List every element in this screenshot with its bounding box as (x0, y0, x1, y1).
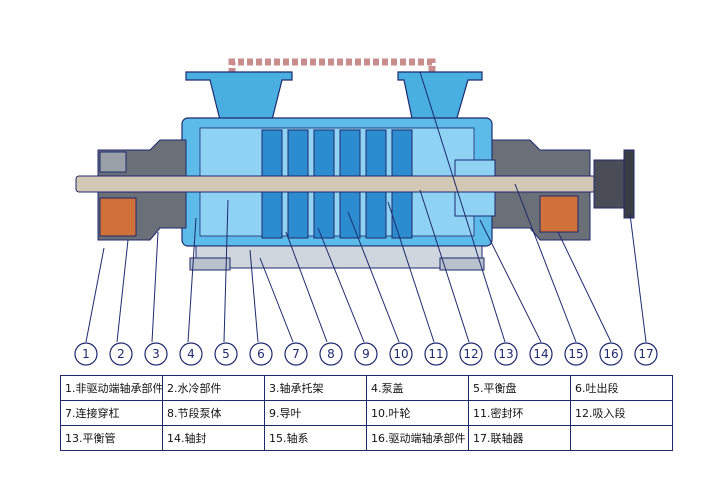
legend-cell: 1.非驱动端轴承部件 (60, 375, 163, 401)
callout-number-6: 6 (257, 347, 265, 361)
legend-cell: 9.导叶 (264, 400, 367, 426)
callout-circle-10 (389, 342, 413, 366)
callout-number-15: 15 (568, 347, 583, 361)
callout-circle-14 (529, 342, 553, 366)
right-foot (439, 257, 485, 271)
callout-circle-13 (494, 342, 518, 366)
callout-number-1: 1 (82, 347, 90, 361)
callout-circle-8 (319, 342, 343, 366)
callout-number-3: 3 (152, 347, 160, 361)
callout-circle-6 (249, 342, 273, 366)
coupling (593, 159, 625, 209)
legend-cell: 15.轴系 (264, 425, 367, 451)
legend-cell: 6.吐出段 (570, 375, 673, 401)
callout-number-10: 10 (393, 347, 408, 361)
callout-circle-7 (284, 342, 308, 366)
legend-cell: 17.联轴器 (468, 425, 571, 451)
impeller-stages (261, 129, 413, 239)
legend-cell: 13.平衡管 (60, 425, 163, 451)
pump-base (195, 245, 483, 269)
legend-cell: 8.节段泵体 (162, 400, 265, 426)
legend-cell: 7.连接穿杠 (60, 400, 163, 426)
callout-circle-3 (144, 342, 168, 366)
right-bearing (539, 195, 579, 233)
callout-circle-1 (74, 342, 98, 366)
callout-number-11: 11 (428, 347, 443, 361)
water-cooling (99, 151, 127, 173)
callout-circle-9 (354, 342, 378, 366)
callout-circle-2 (109, 342, 133, 366)
legend-cell: 5.平衡盘 (468, 375, 571, 401)
left-bearing (99, 197, 137, 237)
left-foot (189, 257, 231, 271)
legend-cell: 14.轴封 (162, 425, 265, 451)
callout-number-12: 12 (463, 347, 478, 361)
legend-cell: 16.驱动端轴承部件 (366, 425, 469, 451)
callout-number-5: 5 (222, 347, 230, 361)
callout-number-16: 16 (603, 347, 618, 361)
callout-circle-16 (599, 342, 623, 366)
callout-circle-15 (564, 342, 588, 366)
balance-pipe (228, 58, 436, 74)
callout-number-8: 8 (327, 347, 335, 361)
legend-cell: 2.水冷部件 (162, 375, 265, 401)
legend-cell: 12.吸入段 (570, 400, 673, 426)
callout-number-17: 17 (638, 347, 653, 361)
callout-number-9: 9 (362, 347, 370, 361)
callout-number-13: 13 (498, 347, 513, 361)
coupling-flange (623, 149, 635, 219)
legend-cell: 11.密封环 (468, 400, 571, 426)
legend-cell: 3.轴承托架 (264, 375, 367, 401)
callout-number-4: 4 (187, 347, 195, 361)
callout-number-2: 2 (117, 347, 125, 361)
callout-circle-4 (179, 342, 203, 366)
pump-shaft (75, 175, 617, 193)
callout-number-7: 7 (292, 347, 300, 361)
callout-circle-12 (459, 342, 483, 366)
callout-number-14: 14 (533, 347, 548, 361)
legend-cell: 4.泵盖 (366, 375, 469, 401)
leader-lines (85, 71, 647, 343)
legend-cell (570, 425, 673, 451)
legend-cell: 10.叶轮 (366, 400, 469, 426)
callout-circle-11 (424, 342, 448, 366)
callout-circle-17 (634, 342, 658, 366)
callout-circle-5 (214, 342, 238, 366)
